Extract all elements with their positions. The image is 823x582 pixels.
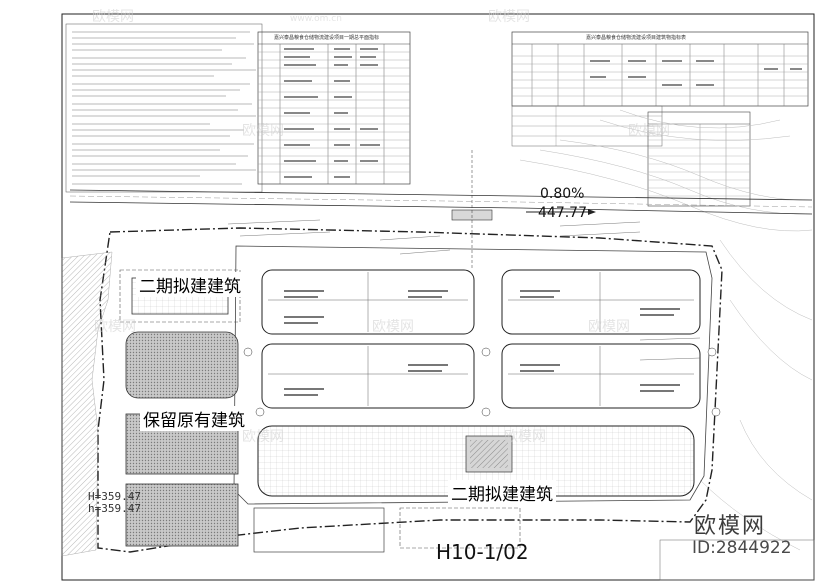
general-notes-block <box>65 23 263 193</box>
watermark-brand: 欧模网 <box>588 319 630 335</box>
south-lot <box>253 507 385 553</box>
warehouse-group <box>261 269 701 409</box>
axis-markers <box>243 347 721 417</box>
sheet-number: H10-1/02 <box>436 540 529 564</box>
retained-building-label: 保留原有建筑 <box>140 406 248 431</box>
phase2-label-south: 二期拟建建筑 <box>448 480 556 505</box>
north-gate <box>451 150 493 270</box>
watermark-id: ID:2844922 <box>692 538 792 558</box>
watermark-brand: 欧模网 <box>628 123 670 139</box>
title-block <box>659 539 815 581</box>
watermark-brand: 欧模网 <box>372 319 414 335</box>
watermark-logo: 欧模网 <box>694 514 767 539</box>
building-table-title: 嘉兴泰昌粮食仓储物流建设项目建筑物指标表 <box>586 35 687 41</box>
main-road <box>69 189 813 215</box>
elevation-h-lower: h=359.47 <box>88 502 141 515</box>
phase2-label-northwest: 二期拟建建筑 <box>136 272 244 297</box>
leader-lines <box>227 219 701 361</box>
watermark-brand: 欧模网 <box>242 429 284 445</box>
warehouse-a1 <box>261 269 475 335</box>
summary-table <box>511 105 663 147</box>
retained-building-3 <box>125 483 239 547</box>
warehouse-b2 <box>501 343 701 409</box>
warehouse-a2 <box>501 269 701 335</box>
site-index-table <box>257 31 411 185</box>
slope-label: 0.80% <box>540 186 585 202</box>
watermark-brand: 欧模网 <box>504 429 546 445</box>
warehouse-b1 <box>261 343 475 409</box>
elevation-label: 447.77 <box>538 205 587 221</box>
left-terrain <box>61 251 113 557</box>
watermark-brand: 欧模网 <box>488 9 530 25</box>
watermark-brand: 欧模网 <box>94 319 136 335</box>
index-table-title: 嘉兴泰昌粮食仓储物流建设项目一期总平面指标 <box>274 35 380 41</box>
terrain-contours <box>519 109 813 551</box>
retained-building-1 <box>125 331 239 399</box>
building-index-table <box>511 31 809 107</box>
watermark-brand: 欧模网 <box>242 123 284 139</box>
watermark-brand: 欧模网 <box>92 9 134 25</box>
watermark-site: www.om.cn <box>290 14 342 24</box>
elevation-h-upper: H=359.47 <box>88 490 141 503</box>
slope-arrow <box>526 209 596 215</box>
